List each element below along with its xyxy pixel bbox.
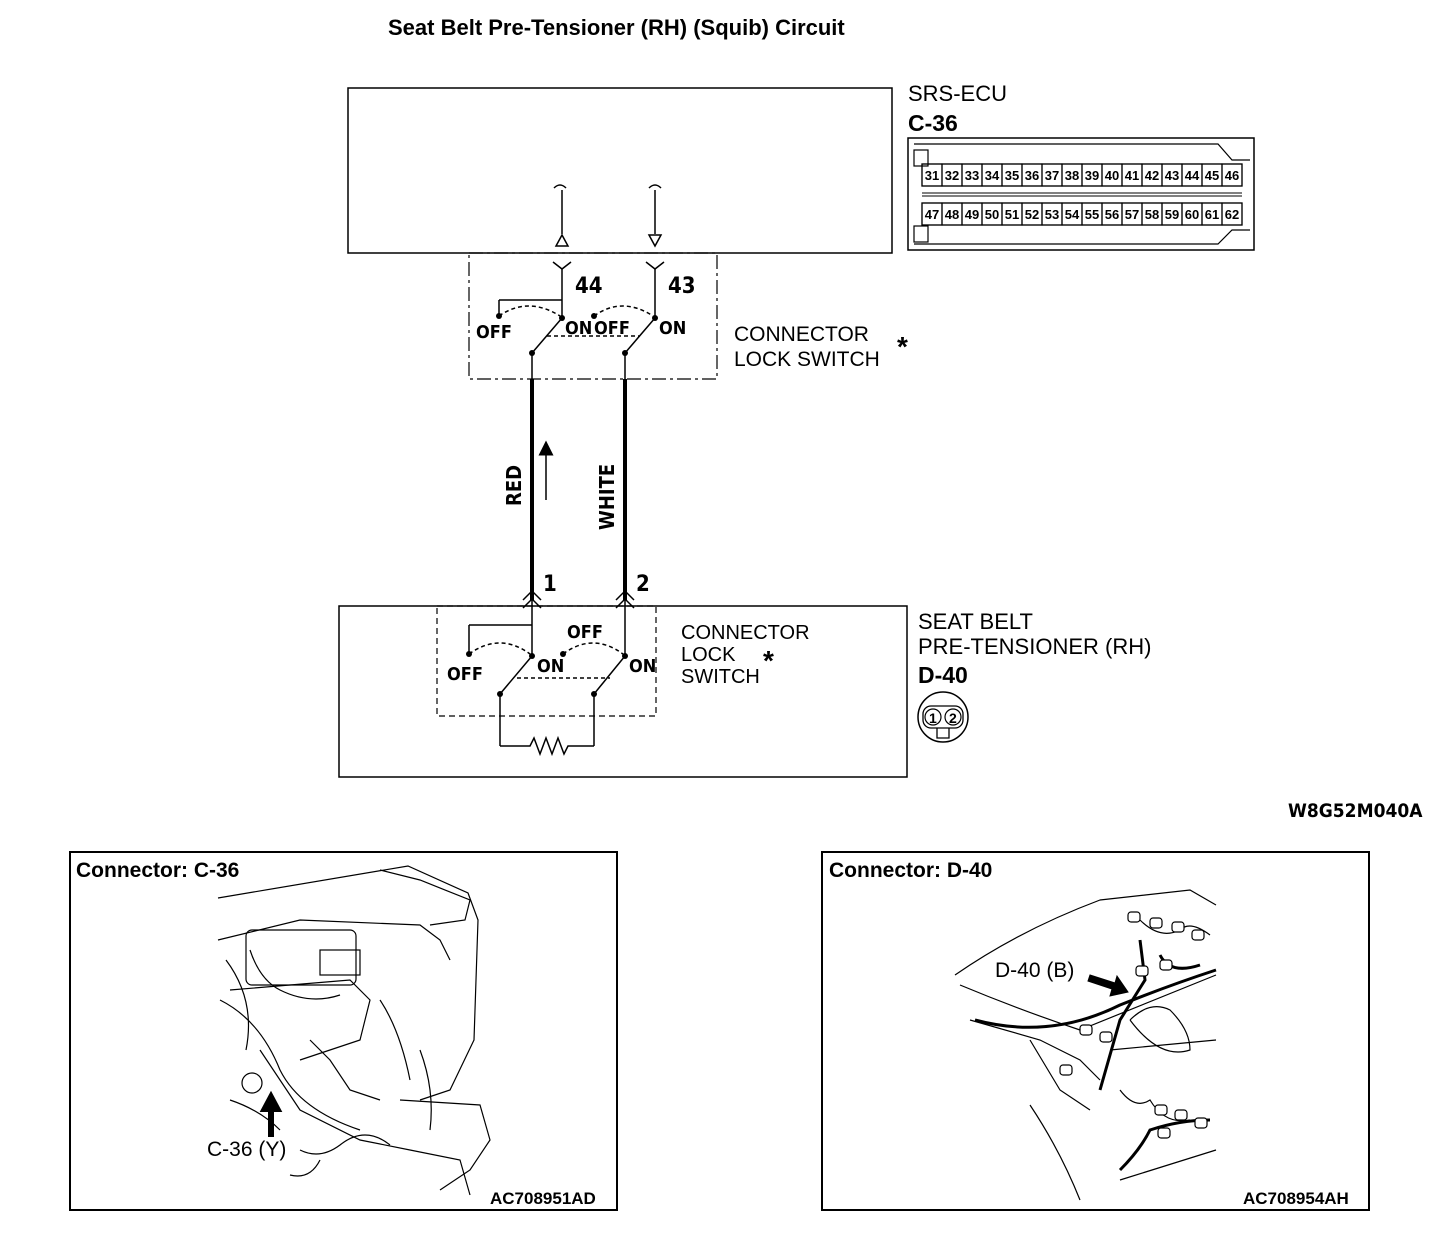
bottom-switch-off-top: OFF xyxy=(567,622,603,643)
lock-switch-bottom-symbols xyxy=(468,600,626,757)
pin-number: 49 xyxy=(965,207,979,222)
bottom-lock-label-3: SWITCH xyxy=(681,666,760,688)
pretensioner-box xyxy=(338,605,908,778)
top-switch-on-right: ON xyxy=(659,318,686,339)
pin-1-label: 1 xyxy=(543,572,557,597)
pretensioner-connector-id: D-40 xyxy=(918,662,968,688)
pin-number: 55 xyxy=(1085,207,1099,222)
top-switch-on-left: ON xyxy=(565,318,592,339)
bottom-lock-label-1: CONNECTOR xyxy=(681,622,810,644)
pin-number: 62 xyxy=(1225,207,1239,222)
d40-callout: D-40 (B) xyxy=(995,959,1074,982)
d40-connector-face-icon: 1 2 xyxy=(917,691,969,743)
panel-d40-title: Connector: D-40 xyxy=(829,859,992,882)
ecu-internal-symbols xyxy=(552,184,665,270)
pin-number: 43 xyxy=(1165,168,1179,183)
pin-row-bottom: 47 48 49 50 51 52 53 54 55 56 57 58 59 60 61 62 xyxy=(921,202,1243,226)
pretensioner-connector-symbols xyxy=(522,589,635,609)
terminal-44: 44 xyxy=(575,274,603,299)
pin-number: 53 xyxy=(1045,207,1059,222)
pin-number: 57 xyxy=(1125,207,1139,222)
pin-row-top: 31 32 33 34 35 36 37 38 39 40 41 42 43 44 45 46 xyxy=(921,163,1243,187)
c36-callout-arrow xyxy=(259,1090,283,1137)
dashboard-illustration xyxy=(217,865,491,1196)
panel-c36-title: Connector: C-36 xyxy=(76,859,239,882)
panel-connector-c36: Connector: C-36 C-36 (Y) AC708951AD xyxy=(69,851,618,1211)
rear-body-illustration xyxy=(954,889,1217,1201)
lock-switch-top-box xyxy=(468,252,718,380)
pin-cell xyxy=(1221,202,1243,226)
lock-switch-top-symbols xyxy=(498,268,656,379)
bottom-switch-off-left: OFF xyxy=(447,664,483,685)
pin-number: 54 xyxy=(1065,207,1080,222)
diagram-title: Seat Belt Pre-Tensioner (RH) (Squib) Cir… xyxy=(388,15,845,40)
wire-red-label: RED xyxy=(502,465,526,506)
pin-number: 51 xyxy=(1005,207,1019,222)
diagram-code: W8G52M040A xyxy=(1288,800,1423,822)
wire-white-label: WHITE xyxy=(595,464,619,530)
panel-d40-code: AC708954AH xyxy=(1243,1189,1349,1208)
pin-number: 50 xyxy=(985,207,999,222)
wire-harness xyxy=(530,379,627,600)
c36-callout: C-36 (Y) xyxy=(207,1138,286,1161)
pin-number: 36 xyxy=(1025,168,1039,183)
d40-pin-2: 2 xyxy=(949,710,957,726)
top-lock-label-1: CONNECTOR xyxy=(734,323,869,346)
panel-connector-d40: Connector: D-40 xyxy=(821,851,1370,1211)
pin-number: 45 xyxy=(1205,168,1219,183)
pin-number: 35 xyxy=(1005,168,1019,183)
ecu-box xyxy=(347,87,893,254)
pin-2-label: 2 xyxy=(636,572,650,597)
pin-number: 33 xyxy=(965,168,979,183)
pin-number: 48 xyxy=(945,207,959,222)
pin-number: 37 xyxy=(1045,168,1059,183)
d40-pin-1: 1 xyxy=(929,710,937,726)
pin-number: 32 xyxy=(945,168,959,183)
harness-wires xyxy=(974,939,1217,1172)
pin-number: 34 xyxy=(985,168,1000,183)
pin-number: 40 xyxy=(1105,168,1119,183)
pin-number: 59 xyxy=(1165,207,1179,222)
panel-c36-code: AC708951AD xyxy=(490,1189,596,1208)
top-switch-off-right: OFF xyxy=(594,318,630,339)
terminal-43: 43 xyxy=(668,274,696,299)
top-switch-off-left: OFF xyxy=(476,322,512,343)
bottom-switch-on-left: ON xyxy=(537,656,564,677)
pin-number: 61 xyxy=(1205,207,1219,222)
pin-number: 46 xyxy=(1225,168,1239,183)
bottom-lock-asterisk: * xyxy=(763,645,774,676)
pin-number: 58 xyxy=(1145,207,1159,222)
pin-number: 47 xyxy=(925,207,939,222)
pin-number: 60 xyxy=(1185,207,1199,222)
pin-cell xyxy=(1221,163,1243,187)
lock-switch-bottom-box xyxy=(436,605,657,717)
d40-callout-arrow xyxy=(1087,974,1129,997)
pin-number: 38 xyxy=(1065,168,1079,183)
ecu-connector-id: C-36 xyxy=(908,110,958,136)
pin-number: 42 xyxy=(1145,168,1159,183)
pin-number: 41 xyxy=(1125,168,1139,183)
pin-number: 39 xyxy=(1085,168,1099,183)
bottom-lock-label-2: LOCK xyxy=(681,644,736,666)
ecu-connector-face: 31 32 33 34 35 36 37 38 39 40 41 42 43 44 45 46 47 48 49 5… xyxy=(907,137,1255,251)
ecu-name: SRS-ECU xyxy=(908,81,1007,106)
pretensioner-name-1: SEAT BELT xyxy=(918,609,1033,634)
top-lock-asterisk: * xyxy=(897,331,908,362)
pin-number: 52 xyxy=(1025,207,1039,222)
top-lock-label-2: LOCK SWITCH xyxy=(734,348,880,371)
pretensioner-name-2: PRE-TENSIONER (RH) xyxy=(918,634,1151,659)
pin-number: 56 xyxy=(1105,207,1119,222)
pin-number: 44 xyxy=(1185,168,1200,183)
connector-blobs xyxy=(1059,911,1208,1139)
pin-number: 31 xyxy=(925,168,939,183)
bottom-switch-on-right: ON xyxy=(629,656,656,677)
